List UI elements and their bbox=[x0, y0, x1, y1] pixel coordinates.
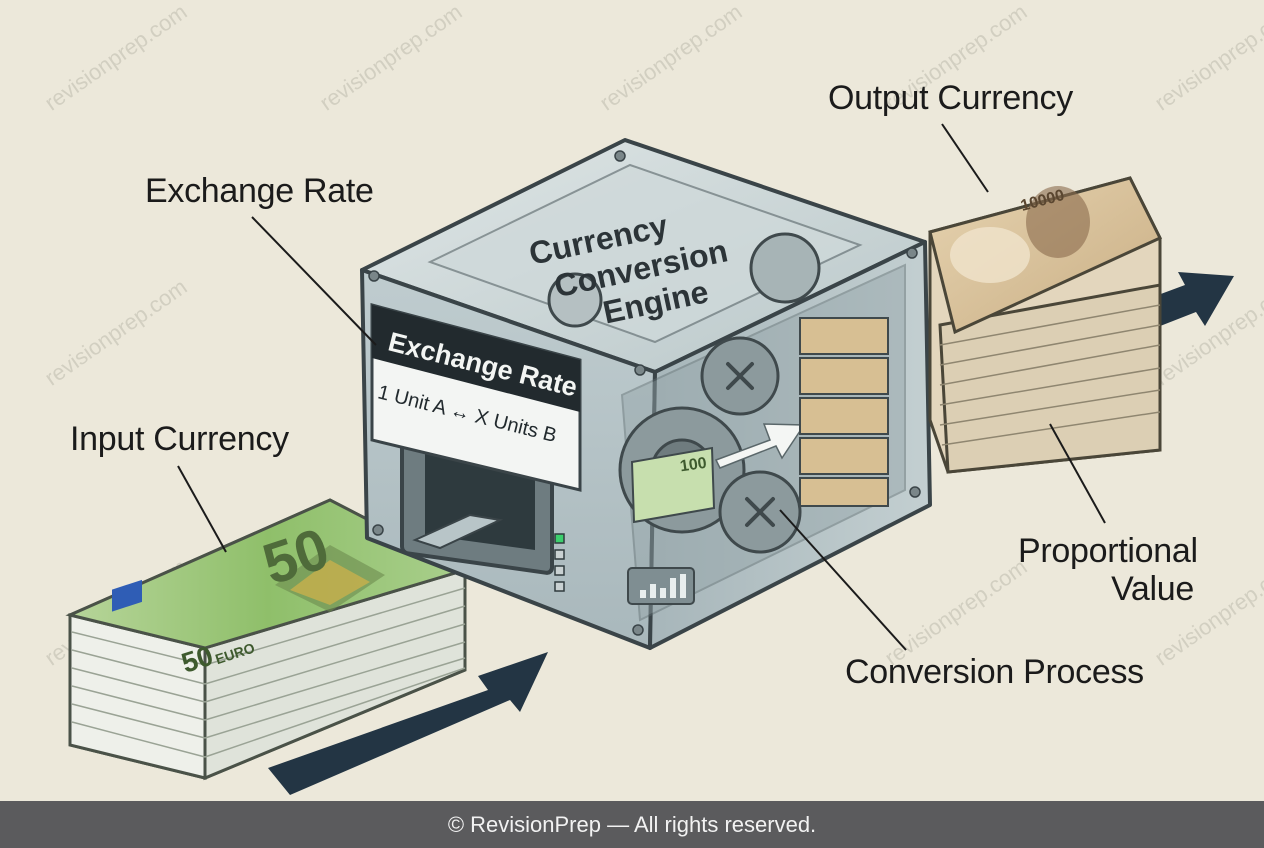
label-conversion-process: Conversion Process bbox=[845, 653, 1144, 691]
input-arrow bbox=[268, 652, 548, 795]
multiply-icon bbox=[726, 362, 775, 527]
status-lights bbox=[554, 533, 565, 592]
output-arrow bbox=[1150, 272, 1234, 330]
bar-meter-icon bbox=[627, 567, 695, 605]
small-note-value: 100 bbox=[679, 455, 708, 476]
leader-lines bbox=[177, 123, 1106, 651]
rivets bbox=[368, 150, 921, 636]
label-exchange-rate: Exchange Rate bbox=[145, 172, 374, 210]
exchange-rate-sign: Exchange Rate 1 Unit A ↔ X Units B bbox=[370, 303, 582, 492]
footer-copyright: © RevisionPrep — All rights reserved. bbox=[0, 801, 1264, 848]
conversion-machine: 100 bbox=[360, 138, 932, 650]
label-input-currency: Input Currency bbox=[70, 420, 289, 458]
label-output-currency: Output Currency bbox=[828, 79, 1073, 117]
label-proportional-line2: Value bbox=[1111, 570, 1194, 608]
internal-arrow-icon bbox=[714, 423, 806, 469]
yen-stack: 10000 bbox=[928, 176, 1163, 474]
label-proportional-value: Proportional Value bbox=[1018, 532, 1198, 608]
small-euro-note: 100 bbox=[630, 446, 716, 524]
internal-yen-bundles bbox=[799, 317, 889, 507]
label-proportional-line1: Proportional bbox=[1018, 532, 1198, 570]
